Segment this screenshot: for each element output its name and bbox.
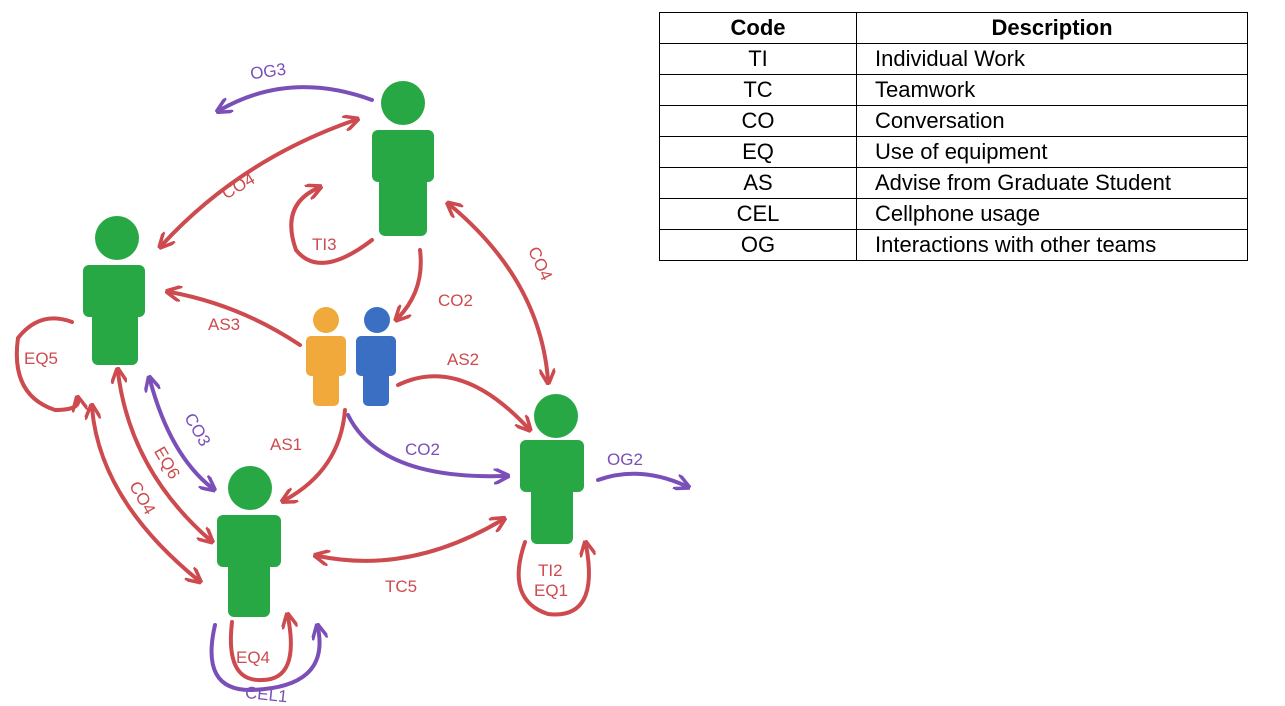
- arrow-co4-right: [450, 205, 548, 380]
- table-row: TC Teamwork: [659, 74, 1248, 106]
- label-og3: OG3: [249, 60, 287, 84]
- label-co2-top: CO2: [438, 291, 473, 310]
- student-right: [520, 394, 584, 544]
- arrow-co4-top: [162, 120, 355, 245]
- label-eq4: EQ4: [236, 648, 270, 667]
- arrow-og3: [220, 85, 374, 110]
- column-header-code: Code: [659, 12, 857, 44]
- student-left: [83, 216, 145, 365]
- table-row: EQ Use of equipment: [659, 136, 1248, 168]
- code-cell: TC: [659, 74, 857, 106]
- arrow-cel1: [209, 625, 320, 693]
- label-co4-top: CO4: [218, 169, 258, 203]
- arrow-co4-left: [92, 408, 198, 580]
- label-co4-right: CO4: [524, 244, 556, 284]
- label-tc5: TC5: [385, 577, 417, 596]
- description-cell: Advise from Graduate Student: [856, 167, 1248, 199]
- arrow-as3: [170, 292, 302, 347]
- label-ti2: TI2: [538, 561, 563, 580]
- graduate-student-orange: [306, 307, 346, 406]
- arrow-eq5: [14, 316, 78, 410]
- arrow-ti3: [289, 188, 374, 265]
- student-top: [372, 81, 434, 236]
- description-cell: Interactions with other teams: [856, 229, 1248, 261]
- table-row: TI Individual Work: [659, 43, 1248, 75]
- code-cell: EQ: [659, 136, 857, 168]
- table-row: OG Interactions with other teams: [659, 229, 1248, 261]
- graduate-student-blue: [356, 307, 396, 406]
- arrow-as2: [396, 374, 528, 428]
- description-cell: Individual Work: [856, 43, 1248, 75]
- label-as1: AS1: [270, 435, 302, 454]
- table-row: CO Conversation: [659, 105, 1248, 137]
- description-cell: Cellphone usage: [856, 198, 1248, 230]
- arrow-as1: [285, 408, 347, 500]
- table-row: AS Advise from Graduate Student: [659, 167, 1248, 199]
- description-cell: Use of equipment: [856, 136, 1248, 168]
- code-cell: CO: [659, 105, 857, 137]
- code-legend-table: Code Description TI Individual Work TC T…: [659, 12, 1248, 261]
- column-header-description: Description: [856, 12, 1248, 44]
- label-cel1: CEL1: [244, 683, 288, 706]
- code-cell: OG: [659, 229, 857, 261]
- interaction-diagram: OG3 CO4 TI3 CO4 CO2 AS3 AS2 EQ5 CO3 EQ6 …: [14, 60, 720, 706]
- code-cell: AS: [659, 167, 857, 199]
- label-ti3: TI3: [312, 235, 337, 254]
- arrow-ti2-eq1: [516, 542, 589, 617]
- label-co3: CO3: [180, 410, 214, 450]
- label-eq5: EQ5: [24, 349, 58, 368]
- label-as2: AS2: [447, 350, 479, 369]
- arrow-co2-top: [398, 248, 423, 318]
- code-cell: CEL: [659, 198, 857, 230]
- description-cell: Conversation: [856, 105, 1248, 137]
- arrow-og2: [596, 471, 686, 486]
- arrow-co2-bottom: [346, 413, 505, 476]
- table-header-row: Code Description: [659, 12, 1248, 44]
- arrow-eq4: [228, 617, 291, 683]
- label-eq1: EQ1: [534, 581, 568, 600]
- student-bottom: [217, 466, 281, 617]
- description-cell: Teamwork: [856, 74, 1248, 106]
- label-og2: OG2: [607, 450, 643, 469]
- label-as3: AS3: [208, 315, 240, 334]
- label-co2-bottom: CO2: [405, 440, 440, 459]
- table-row: CEL Cellphone usage: [659, 198, 1248, 230]
- arrow-tc5: [318, 520, 502, 561]
- code-cell: TI: [659, 43, 857, 75]
